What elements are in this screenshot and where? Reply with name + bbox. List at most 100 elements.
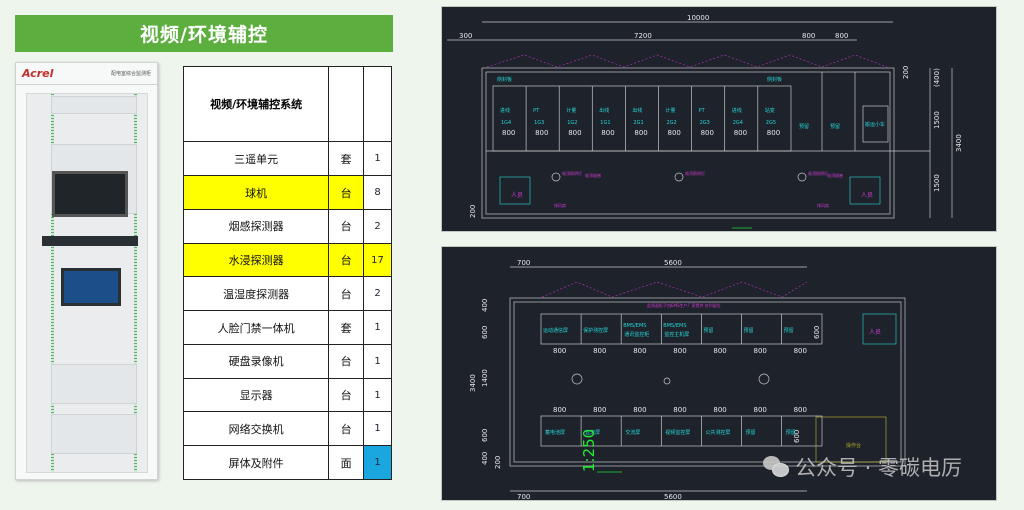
item-qty: 1 — [363, 141, 392, 177]
watermark: 公众号 · 零碳电厉 — [763, 452, 962, 482]
display-panel — [61, 268, 121, 306]
cabinet-name: 进线 — [500, 107, 510, 114]
svg-text:600: 600 — [481, 429, 489, 442]
svg-text:人员: 人员 — [869, 329, 881, 336]
cabinet-width: 800 — [634, 129, 647, 137]
item-unit: 套 — [328, 310, 365, 345]
cabinet-image: Acrel 配电室综合监测柜 — [15, 62, 158, 480]
cabinet-name: BMS/EMS — [623, 323, 646, 329]
cabinet-name: PT — [699, 108, 706, 114]
cabinet-name: 公共测控屏 — [705, 429, 730, 436]
svg-text:吸顶照明灯: 吸顶照明灯 — [808, 170, 828, 176]
svg-text:700: 700 — [517, 493, 530, 501]
cabinet-name: 运动通信屏 — [543, 327, 568, 334]
svg-text:5600: 5600 — [664, 259, 682, 267]
cabinet-name: 计量 — [566, 107, 576, 114]
cabinet-name: 出线 — [599, 107, 609, 114]
item-qty: 1 — [363, 343, 392, 379]
cabinet-code: 2G2 — [667, 120, 677, 126]
svg-text:700: 700 — [517, 259, 530, 267]
item-name: 显示器 — [182, 377, 330, 413]
svg-text:7200: 7200 — [634, 32, 652, 40]
cabinet-width: 800 — [754, 347, 767, 355]
item-qty: 1 — [363, 445, 392, 480]
cabinet-name: 预留 — [744, 327, 754, 334]
cabinet-name: 直流屏 — [585, 429, 600, 436]
item-qty: 2 — [363, 208, 392, 244]
cabinet-width: 800 — [767, 129, 780, 137]
item-name: 人脸门禁一体机 — [182, 310, 330, 345]
svg-text:300: 300 — [459, 32, 472, 40]
cabinet-width: 800 — [633, 406, 646, 414]
cabinet-code: 2G3 — [700, 120, 710, 126]
cabinet-name: 出线 — [632, 107, 642, 114]
item-name: 硬盘录像机 — [182, 343, 330, 379]
cabinet-name: 预留 — [786, 429, 796, 436]
svg-text:排风扇: 排风扇 — [817, 202, 829, 208]
cabinet-code: 2G5 — [766, 120, 776, 126]
item-unit: 台 — [328, 242, 365, 278]
svg-text:预留: 预留 — [799, 123, 809, 130]
svg-text:1400: 1400 — [481, 369, 489, 387]
cabinet-sub: 监控主机屏 — [664, 331, 689, 338]
cabinet-name: 进线 — [732, 107, 742, 114]
svg-text:3400: 3400 — [955, 134, 963, 152]
svg-text:人员: 人员 — [511, 192, 523, 199]
item-unit: 台 — [328, 208, 365, 244]
cabinet-name: 视频监控屏 — [665, 429, 690, 436]
svg-text:10000: 10000 — [687, 14, 709, 22]
item-unit: 台 — [328, 411, 365, 447]
item-name: 水浸探测器 — [182, 242, 330, 278]
cabinet-sub: 通讯监控柜 — [624, 331, 649, 338]
cabinet-width: 800 — [701, 129, 714, 137]
item-unit: 套 — [328, 141, 365, 177]
svg-text:200: 200 — [902, 66, 910, 79]
svg-text:5600: 5600 — [664, 493, 682, 501]
cabinet-name: 预留 — [703, 327, 713, 334]
cabinet-name: BMS/EMS — [663, 323, 686, 329]
cabinet-width: 800 — [794, 347, 807, 355]
cabinet-width: 800 — [553, 406, 566, 414]
cabinet-code: 1G2 — [567, 120, 577, 126]
svg-text:吸顶照明灯: 吸顶照明灯 — [562, 170, 582, 176]
cad-drawing-top: 10000 300 7200 800 800 (400) 200 1500 15… — [441, 6, 997, 232]
cabinet-code: 1G1 — [600, 120, 610, 126]
item-qty: 17 — [363, 242, 392, 278]
cabinet-code: 2G4 — [733, 120, 743, 126]
svg-text:人员: 人员 — [861, 192, 873, 199]
item-name: 球机 — [182, 175, 330, 210]
cabinet-width: 800 — [754, 406, 767, 414]
item-unit: 台 — [328, 343, 365, 379]
svg-text:400: 400 — [481, 452, 489, 465]
cabinet-width: 800 — [673, 406, 686, 414]
cabinet-width: 800 — [633, 347, 646, 355]
cabinet-name: 站变 — [765, 107, 775, 114]
cabinet-width: 800 — [593, 347, 606, 355]
svg-text:侧封板: 侧封板 — [497, 76, 512, 83]
item-unit: 台 — [328, 377, 365, 413]
cabinet-width: 800 — [553, 347, 566, 355]
keyboard-drawer — [42, 236, 138, 246]
item-qty: 1 — [363, 310, 392, 345]
cabinet-code: 2G1 — [633, 120, 643, 126]
svg-text:600: 600 — [481, 326, 489, 339]
cabinet-width: 800 — [601, 129, 614, 137]
item-name: 烟感探测器 — [182, 208, 330, 244]
item-name: 屏体及附件 — [182, 445, 330, 480]
scale-label: 1:250 — [580, 429, 598, 472]
svg-text:800: 800 — [802, 32, 815, 40]
item-name: 三遥单元 — [182, 141, 330, 177]
item-qty: 2 — [363, 276, 392, 312]
svg-text:预留: 预留 — [830, 123, 840, 130]
svg-text:1500: 1500 — [933, 174, 941, 192]
cabinet-name: 配电室综合监测柜 — [110, 71, 151, 77]
cabinet-width: 800 — [673, 347, 686, 355]
